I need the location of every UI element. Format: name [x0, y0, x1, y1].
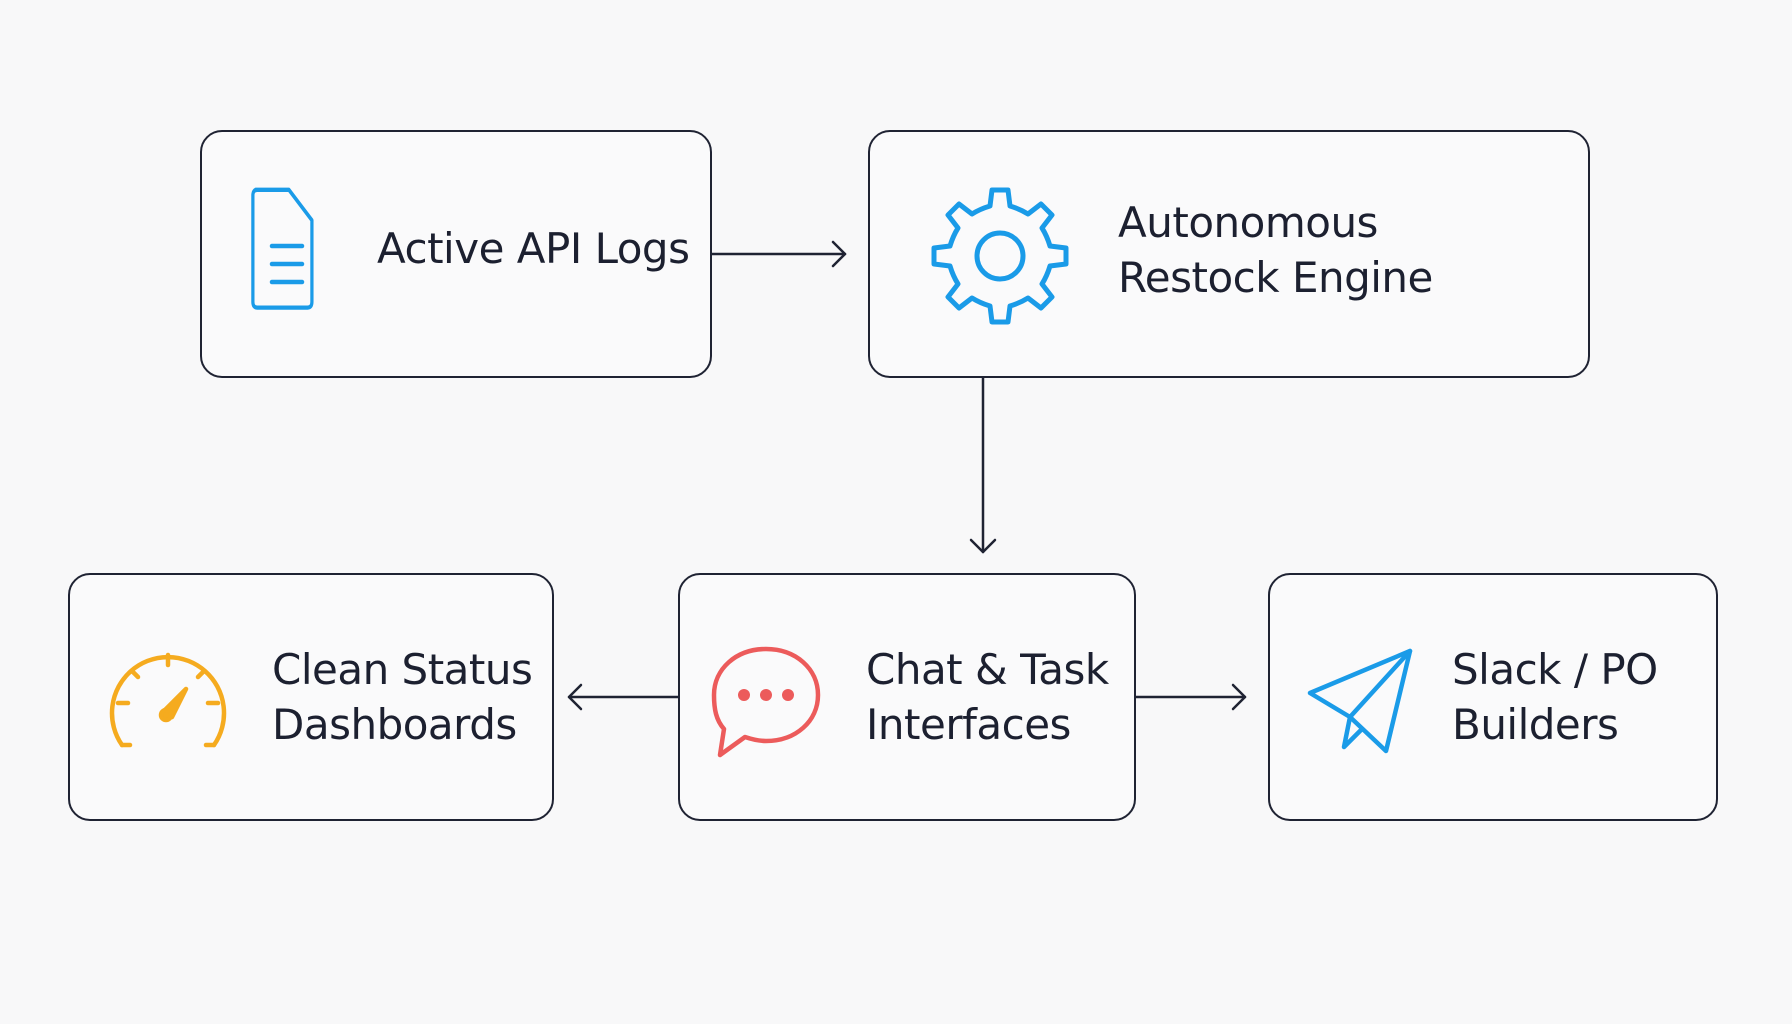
gear-icon [931, 187, 1069, 325]
edge-chat-interfaces-to-status-dashboards [567, 683, 680, 711]
label-line-1: Slack / PO [1452, 645, 1658, 694]
label-line-1: Active API Logs [377, 224, 690, 273]
node-autonomous-restock-engine: Autonomous Restock Engine [868, 130, 1590, 378]
node-label: Active API Logs [377, 222, 690, 277]
label-line-2: Interfaces [866, 699, 1071, 749]
node-chat-task-interfaces: Chat & Task Interfaces [678, 573, 1136, 821]
node-label: Slack / PO Builders [1452, 643, 1658, 752]
edge-api-logs-to-restock-engine [710, 240, 847, 268]
label-line-1: Chat & Task [866, 645, 1109, 694]
chat-bubble-icon [711, 646, 821, 758]
label-line-1: Clean Status [272, 645, 533, 694]
label-line-1: Autonomous [1118, 198, 1378, 247]
edge-chat-interfaces-to-slack-po [1134, 683, 1247, 711]
document-icon [251, 187, 314, 310]
node-slack-po-builders: Slack / PO Builders [1268, 573, 1718, 821]
label-line-2: Dashboards [272, 699, 517, 749]
edge-restock-engine-to-chat-interfaces [969, 376, 997, 554]
gauge-icon [109, 652, 227, 748]
label-line-2: Builders [1452, 699, 1619, 749]
label-line-2: Restock Engine [1118, 252, 1433, 302]
node-label: Clean Status Dashboards [272, 643, 533, 752]
paper-plane-icon [1307, 648, 1413, 754]
node-active-api-logs: Active API Logs [200, 130, 712, 378]
node-label: Autonomous Restock Engine [1118, 196, 1433, 305]
node-clean-status-dashboards: Clean Status Dashboards [68, 573, 554, 821]
node-label: Chat & Task Interfaces [866, 643, 1109, 752]
